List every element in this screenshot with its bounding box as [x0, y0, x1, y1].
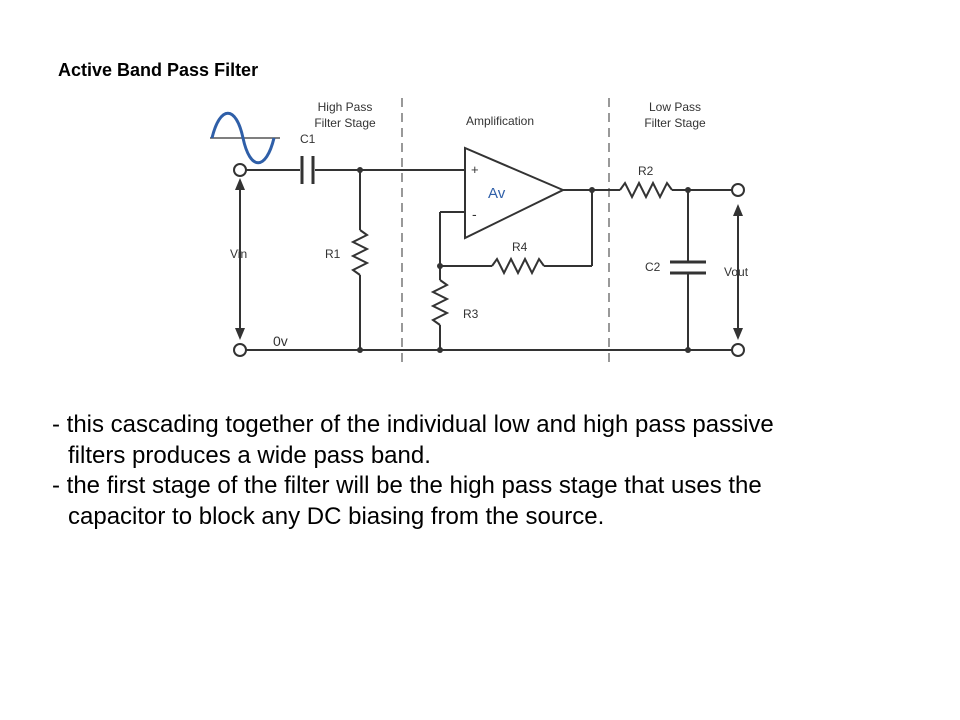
bullet-list: - this cascading together of the individ…	[52, 410, 774, 532]
r3-resistor	[430, 279, 450, 326]
vout-arrow-down-icon	[733, 328, 743, 340]
op-amp-minus: -	[472, 206, 477, 222]
op-amp-gain-label: Av	[488, 185, 506, 202]
r2-resistor	[619, 180, 673, 200]
r4-resistor	[491, 256, 545, 276]
r1-resistor	[350, 229, 370, 276]
vin-arrow-up-icon	[235, 178, 245, 190]
vin-arrow-down-icon	[235, 328, 245, 340]
r4-label: R4	[512, 240, 528, 254]
c1-label: C1	[300, 132, 316, 146]
bullet-line: - this cascading together of the individ…	[52, 411, 774, 438]
input-terminal-top	[233, 163, 247, 177]
junction-amp-output	[589, 187, 595, 193]
ground-label: 0v	[273, 333, 288, 349]
stage-label-high-pass-1: High Pass	[318, 100, 373, 114]
vin-label: Vin	[230, 247, 247, 261]
output-terminal-ground	[731, 343, 745, 357]
bullet-item: - this cascading together of the individ…	[52, 410, 774, 471]
op-amp-plus: +	[471, 162, 479, 177]
r2-label: R2	[638, 164, 654, 178]
stage-label-high-pass-2: Filter Stage	[314, 116, 376, 130]
vout-arrow-up-icon	[733, 204, 743, 216]
bullet-line: - the first stage of the filter will be …	[52, 472, 762, 499]
output-terminal-top	[731, 183, 745, 197]
junction-r1-ground	[357, 347, 363, 353]
stage-label-low-pass-1: Low Pass	[649, 100, 701, 114]
r1-label: R1	[325, 247, 341, 261]
op-amp-triangle	[464, 146, 566, 240]
c2-label: C2	[645, 260, 661, 274]
vout-label: Vout	[724, 265, 749, 279]
sine-wave-icon	[210, 111, 276, 165]
stage-label-amplification: Amplification	[466, 114, 534, 128]
input-terminal-ground	[233, 343, 247, 357]
r3-label: R3	[463, 307, 479, 321]
bullet-item: - the first stage of the filter will be …	[52, 471, 774, 532]
bullet-line-continued: capacitor to block any DC biasing from t…	[68, 502, 605, 530]
slide-title: Active Band Pass Filter	[58, 60, 259, 80]
bullet-line-continued: filters produces a wide pass band.	[68, 441, 431, 469]
stage-label-low-pass-2: Filter Stage	[644, 116, 706, 130]
